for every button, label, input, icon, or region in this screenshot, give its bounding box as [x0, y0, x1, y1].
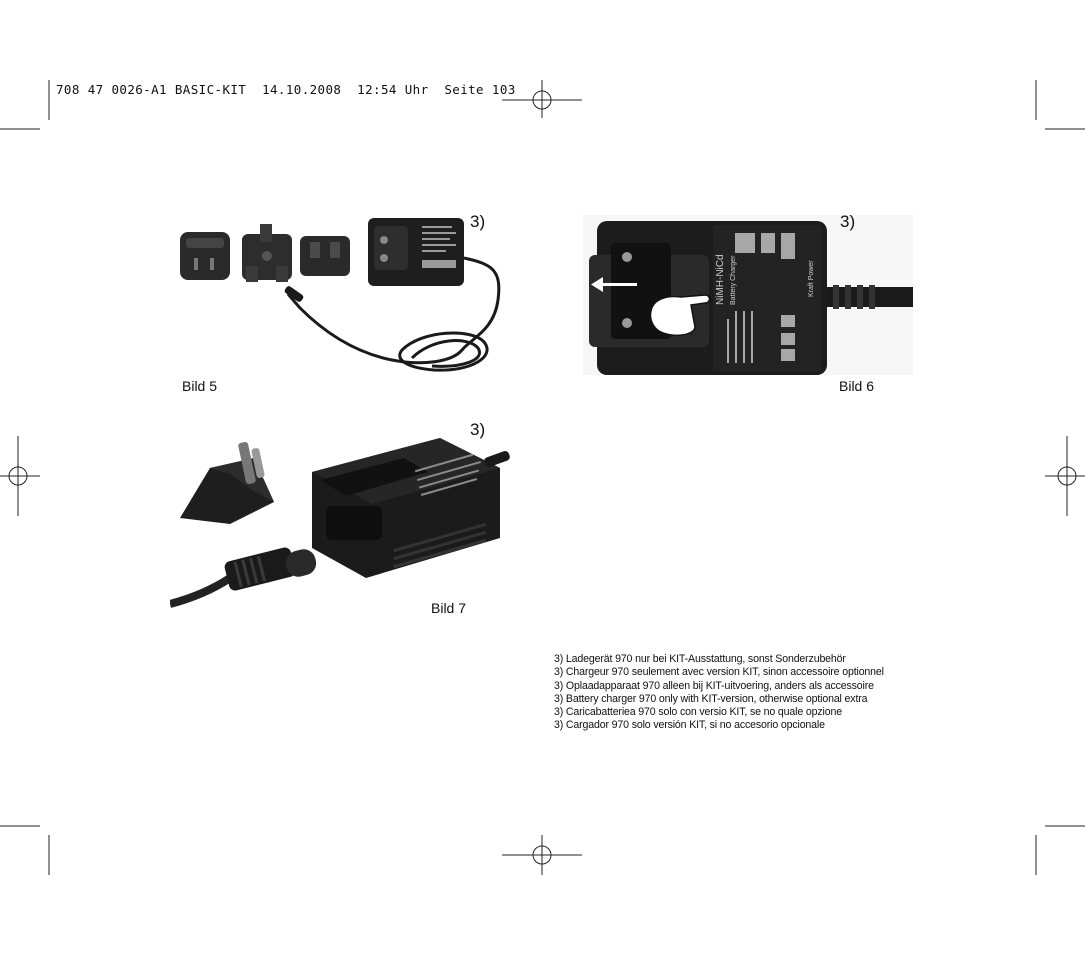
plug-adapter-3 [300, 236, 350, 276]
figure-5-ref: 3) [470, 212, 486, 231]
footnote-es: 3) Cargador 970 solo versión KIT, si no … [554, 719, 825, 732]
footnotes: 3) Ladegerät 970 nur bei KIT-Ausstattung… [554, 653, 884, 733]
figure-5-photo [172, 210, 517, 378]
charger-cable [170, 574, 233, 608]
footnote-it: 3) Caricabatteriea 970 solo con versio K… [554, 706, 842, 719]
detached-plug [180, 441, 274, 524]
plug-adapter-2 [242, 224, 292, 282]
hand-pointer-icon [649, 294, 711, 337]
footnote-de: 3) Ladegerät 970 nur bei KIT-Ausstattung… [554, 653, 846, 665]
figure-6-caption: Bild 6 [839, 378, 875, 394]
footnote-nl: 3) Oplaadapparaat 970 alleen bij KIT-uit… [554, 679, 874, 692]
figure-8-connector [224, 547, 317, 591]
figure-5-caption: Bild 5 [182, 378, 218, 394]
footnote-en: 3) Battery charger 970 only with KIT-ver… [554, 692, 868, 705]
footnote-fr: 3) Chargeur 970 seulement avec version K… [554, 666, 884, 679]
charger-cable [286, 256, 501, 365]
plug-adapter-1 [180, 232, 230, 280]
figure-7-ref: 3) [470, 420, 486, 439]
print-slug: 708 47 0026-A1 BASIC-KIT 14.10.2008 12:5… [56, 82, 516, 97]
label-title: NiMH-NiCd [715, 254, 726, 305]
charger-body [312, 438, 500, 578]
charger-body [368, 218, 464, 286]
power-inlet [326, 506, 382, 540]
label-brand: Kraft Power [808, 260, 815, 297]
label-subtitle: Battery Charger [730, 255, 737, 305]
figure-6-photo: NiMH-NiCd Battery Charger Kraft Power [583, 215, 913, 375]
slide-arrow-icon [591, 277, 637, 292]
figure-7-caption: Bild 7 [431, 600, 467, 616]
cable-connector [284, 286, 304, 302]
figure-6-ref: 3) [840, 212, 856, 231]
figure-7-photo [170, 428, 510, 620]
cable-coil [398, 331, 489, 372]
output-cable [484, 450, 510, 468]
